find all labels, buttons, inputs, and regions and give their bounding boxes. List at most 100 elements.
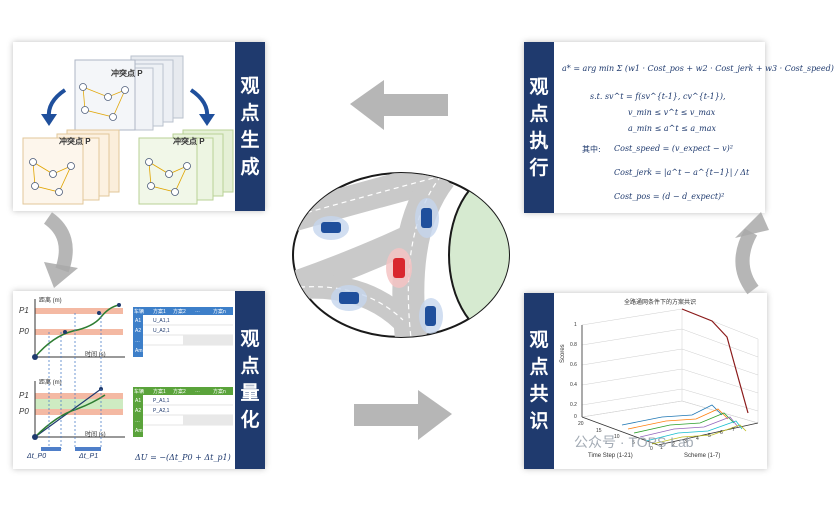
title-char: 点 — [529, 356, 549, 378]
title-char: 执 — [529, 129, 549, 152]
z-tick: 2 — [672, 442, 675, 448]
cost-speed-equation: Cost_speed = (v_expect − v)² — [614, 144, 733, 153]
p0-label-upper: P0 — [19, 327, 29, 336]
title-char: 观 — [529, 329, 549, 351]
acceleration-constraint: a_min ≤ a^t ≤ a_max — [628, 124, 716, 133]
panel-viewpoint-consensus: 观 点 共 识 全路通网条件下的方案共识 Scores 1 0.8 0.6 0.… — [524, 293, 767, 469]
delta-t-p0-label: Δt_P0 — [27, 453, 47, 460]
title-char: 量 — [240, 382, 260, 404]
conflict-point-cards-illustration — [22, 55, 234, 205]
blue-table-header-scheme1: 方案1 — [153, 309, 166, 315]
curved-arrow-down-icon — [43, 212, 78, 288]
x-tick: 5 — [632, 440, 635, 446]
green-table-cell: P_A2,1 — [153, 408, 170, 414]
title-char: 点 — [240, 355, 260, 377]
green-table-row-am: Am — [135, 428, 143, 434]
y-tick: 0.4 — [570, 382, 577, 388]
y-tick: 1 — [574, 322, 577, 328]
title-char: 观 — [240, 74, 260, 97]
vehicle-blue — [339, 292, 359, 304]
arrow-right-icon — [354, 390, 452, 440]
title-band-consensus: 观 点 共 识 — [524, 293, 554, 469]
p1-label-lower: P1 — [19, 391, 29, 400]
title-char: 观 — [240, 328, 260, 350]
title-char: 化 — [240, 409, 260, 431]
blue-table-row-a1: A1 — [135, 318, 142, 324]
title-char: 共 — [529, 383, 549, 405]
blue-table-header-vehicle: 车辆 — [134, 309, 145, 315]
title-char: 识 — [529, 410, 549, 432]
blue-table-row-am: Am — [135, 348, 143, 354]
blue-table-header-ellipsis: … — [195, 308, 200, 314]
x-tick: 0 — [650, 446, 653, 452]
blue-table-header-scheme2: 方案2 — [173, 309, 186, 315]
p1-label-upper: P1 — [19, 306, 29, 315]
green-table-header-scheme2: 方案2 — [173, 389, 186, 395]
y-tick: 0 — [574, 414, 577, 420]
green-table-row-a1: A1 — [135, 398, 142, 404]
watermark: 公众号 · TOPS Lab — [574, 434, 694, 450]
z-tick: 4 — [696, 436, 699, 442]
title-char: 行 — [529, 156, 549, 179]
x-tick: 10 — [614, 434, 620, 440]
x-axis-label: Time Step (1-21) — [588, 453, 633, 459]
where-label: 其中: — [582, 145, 601, 154]
arrow-left-icon — [350, 80, 448, 130]
title-char: 成 — [240, 155, 260, 178]
panel-viewpoint-quantification: 距离 (m) 时间 (s) P1 P0 距离 (m) 时间 (s) P1 P0 … — [13, 291, 265, 469]
z-tick: 3 — [684, 439, 687, 445]
panel-viewpoint-execution: 观 点 执 行 a* = arg min Σ (w1 · Cost_pos + … — [524, 42, 834, 213]
consensus-chart-title: 全路通网条件下的方案共识 — [624, 300, 697, 306]
curved-arrow-up-icon — [735, 212, 769, 295]
green-table-header-schemen: 方案n — [213, 389, 226, 395]
vehicle-blue — [425, 306, 436, 326]
curved-arrow-left-icon — [46, 88, 67, 119]
state-constraint: s.t. sv^t = f(sv^{t-1}, cv^{t-1}), — [590, 92, 726, 101]
blue-table-row-a2: A2 — [135, 328, 142, 334]
x-tick: 20 — [578, 421, 584, 427]
title-band-execution: 观 点 执 行 — [524, 42, 554, 213]
objective-equation: a* = arg min Σ (w1 · Cost_pos + w2 · Cos… — [562, 64, 834, 73]
z-tick: 1 — [660, 445, 663, 451]
blue-table-row-ellipsis: … — [135, 338, 140, 344]
panel-viewpoint-generation: 冲突点 P 冲突点 P 冲突点 P 观 点 生 成 — [13, 42, 265, 211]
vehicle-ego-red — [393, 258, 405, 278]
green-table-cell: P_A1,1 — [153, 398, 170, 404]
title-band-quantification: 观 点 量 化 — [235, 291, 265, 469]
vehicle-blue — [321, 222, 341, 233]
z-tick: 7 — [732, 427, 735, 433]
title-char: 观 — [529, 75, 549, 98]
cost-pos-equation: Cost_pos = (d − d_expect)² — [614, 192, 725, 201]
velocity-constraint: v_min ≤ v^t ≤ v_max — [628, 108, 716, 117]
z-tick: 6 — [720, 430, 723, 436]
y-tick: 0.6 — [570, 362, 577, 368]
intersection-illustration — [292, 172, 510, 338]
z-tick: 5 — [708, 433, 711, 439]
cost-jerk-equation: Cost_jerk = |a^t − a^{t−1}| / Δt — [614, 168, 750, 177]
distance-label-upper: 距离 (m) — [39, 298, 62, 304]
title-char: 生 — [240, 128, 260, 151]
blue-table-cell: U_A1,1 — [153, 318, 170, 324]
utility-formula: ΔU = −(Δt_P0 + Δt_p1) — [135, 453, 231, 462]
card-label-top: 冲突点 P — [111, 69, 143, 78]
blue-table-cell: U_A2,1 — [153, 328, 170, 334]
delta-t-p1-label: Δt_P1 — [79, 453, 99, 460]
title-char: 点 — [240, 101, 260, 124]
y-tick: 0.8 — [570, 342, 577, 348]
green-table-row-ellipsis: … — [135, 418, 140, 424]
consensus-3d-plot — [581, 308, 759, 446]
p0-label-lower: P0 — [19, 407, 29, 416]
y-axis-label: Scores — [560, 344, 566, 363]
z-axis-label: Scheme (1-7) — [684, 453, 721, 459]
title-char: 点 — [529, 102, 549, 125]
curved-arrow-right-icon — [189, 88, 210, 119]
y-tick: 0.2 — [570, 402, 577, 408]
blue-table-header-schemen: 方案n — [213, 309, 226, 315]
distance-label-lower: 距离 (m) — [39, 380, 62, 386]
vehicle-blue — [421, 208, 432, 228]
green-table-header-ellipsis: … — [195, 388, 200, 394]
title-band-generation: 观 点 生 成 — [235, 42, 265, 211]
time-label-upper: 时间 (s) — [85, 352, 106, 358]
quantification-charts — [32, 299, 233, 451]
card-label-green: 冲突点 P — [173, 137, 205, 146]
